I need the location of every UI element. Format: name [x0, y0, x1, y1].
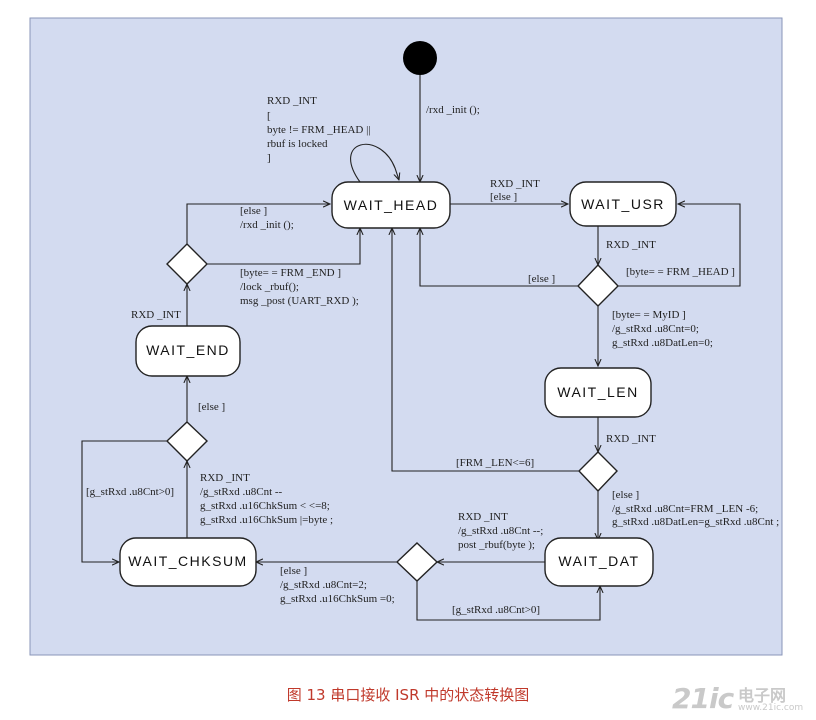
decision-chksum	[165, 421, 209, 462]
state-label: WAIT_END	[146, 342, 230, 358]
state-wait-head: WAIT_HEAD	[331, 181, 451, 229]
initial-node	[403, 41, 437, 75]
dat-else-label: [else ] /g_stRxd .u8Cnt=2; g_stRxd .u16C…	[280, 565, 395, 605]
watermark-cn: 电子网	[738, 686, 787, 705]
chksum-cnt-gt0-label: [g_stRxd .u8Cnt>0]	[86, 486, 174, 498]
usr-frm-head-label: [byte= = FRM _HEAD ]	[626, 266, 735, 278]
svg-text:/lock _rbuf();: /lock _rbuf();	[240, 281, 299, 293]
dat-trigger-label: RXD _INT /g_stRxd .u8Cnt --; post _rbuf(…	[458, 511, 543, 551]
state-label: WAIT_HEAD	[344, 197, 439, 213]
state-wait-usr: WAIT_USR	[569, 181, 677, 227]
svg-text:RXD _INT: RXD _INT	[458, 511, 508, 523]
svg-text:/g_stRxd .u8Cnt=FRM _LEN -6;: /g_stRxd .u8Cnt=FRM _LEN -6;	[612, 503, 758, 515]
end-trigger-label: RXD _INT	[131, 309, 181, 321]
state-label: WAIT_CHKSUM	[128, 553, 247, 569]
state-wait-end: WAIT_END	[135, 325, 241, 377]
end-frm-end-label: [byte= = FRM _END ] /lock _rbuf(); msg _…	[240, 267, 359, 307]
svg-text:/g_stRxd .u8Cnt=2;: /g_stRxd .u8Cnt=2;	[280, 579, 367, 591]
svg-text:RXD _INT: RXD _INT	[490, 178, 540, 190]
usr-else-label: [else ]	[528, 273, 555, 285]
svg-text:[byte= = MyID ]: [byte= = MyID ]	[612, 309, 686, 321]
chksum-else-label: [else ]	[198, 401, 225, 413]
dat-cnt-gt0-label: [g_stRxd .u8Cnt>0]	[452, 604, 540, 616]
svg-text:byte != FRM _HEAD ||: byte != FRM _HEAD ||	[267, 124, 371, 136]
usr-trigger-label: RXD _INT	[606, 239, 656, 251]
len-frm-len-label: [FRM _LEN<=6]	[456, 457, 534, 469]
svg-text:g_stRxd .u8DatLen=0;: g_stRxd .u8DatLen=0;	[612, 337, 713, 349]
watermark-logo: 21ic	[672, 682, 734, 715]
decision-end	[166, 243, 208, 285]
svg-text:[: [	[267, 110, 271, 122]
svg-text:]: ]	[267, 152, 271, 164]
svg-text:RXD _INT: RXD _INT	[267, 95, 317, 107]
usr-else-transition	[420, 228, 578, 287]
svg-text:post _rbuf(byte );: post _rbuf(byte );	[458, 539, 535, 551]
svg-text:/g_stRxd .u8Cnt --;: /g_stRxd .u8Cnt --;	[458, 525, 543, 537]
svg-text:g_stRxd .u16ChkSum =0;: g_stRxd .u16ChkSum =0;	[280, 593, 395, 605]
svg-text:/g_stRxd .u8Cnt=0;: /g_stRxd .u8Cnt=0;	[612, 323, 699, 335]
svg-text:/rxd _init ();: /rxd _init ();	[240, 219, 294, 231]
decision-dat	[395, 542, 439, 582]
state-wait-chksum: WAIT_CHKSUM	[119, 537, 257, 587]
svg-text:g_stRxd .u8DatLen=g_stRxd .u8C: g_stRxd .u8DatLen=g_stRxd .u8Cnt ;	[612, 516, 779, 528]
svg-text:g_stRxd .u16ChkSum < <=8;: g_stRxd .u16ChkSum < <=8;	[200, 500, 330, 512]
state-label: WAIT_USR	[581, 196, 665, 212]
svg-text:[byte= = FRM _END ]: [byte= = FRM _END ]	[240, 267, 341, 279]
svg-text:[else ]: [else ]	[240, 205, 267, 217]
chksum-cnt-loop-transition	[81, 440, 168, 562]
state-label: WAIT_LEN	[557, 384, 639, 400]
frm-head-loop-transition	[618, 204, 741, 287]
len-else-label: [else ] /g_stRxd .u8Cnt=FRM _LEN -6; g_s…	[612, 489, 779, 528]
watermark: 21ic 电子网 www.21ic.com	[672, 682, 812, 718]
end-else-transition	[186, 204, 330, 244]
decision-usr	[577, 263, 619, 307]
state-wait-len: WAIT_LEN	[544, 367, 652, 418]
self-loop-label: RXD _INT [ byte != FRM _HEAD || rbuf is …	[267, 95, 371, 164]
self-loop-transition	[350, 143, 399, 183]
state-wait-dat: WAIT_DAT	[544, 537, 654, 587]
svg-text:[else ]: [else ]	[280, 565, 307, 577]
svg-text:/g_stRxd .u8Cnt --: /g_stRxd .u8Cnt --	[200, 486, 283, 498]
decision-len	[578, 451, 618, 493]
watermark-url: www.21ic.com	[738, 703, 804, 713]
frm-end-transition	[207, 228, 360, 265]
head-to-usr-label: RXD _INT [else ]	[490, 178, 540, 203]
svg-text:rbuf is locked: rbuf is locked	[267, 138, 328, 150]
figure-caption: 图 13 串口接收 ISR 中的状态转换图	[286, 686, 530, 704]
svg-text:g_stRxd .u16ChkSum |=byte ;: g_stRxd .u16ChkSum |=byte ;	[200, 514, 333, 526]
frm-len-transition	[392, 228, 580, 472]
state-label: WAIT_DAT	[558, 553, 639, 569]
len-trigger-label: RXD _INT	[606, 433, 656, 445]
init-label: /rxd _init ();	[426, 104, 480, 116]
chksum-trigger-label: RXD _INT /g_stRxd .u8Cnt -- g_stRxd .u16…	[200, 472, 333, 526]
svg-text:[else ]: [else ]	[612, 489, 639, 501]
end-else-label: [else ] /rxd _init ();	[240, 205, 294, 231]
svg-text:RXD _INT: RXD _INT	[200, 472, 250, 484]
dat-cnt-loop-transition	[416, 581, 600, 621]
svg-text:msg _post (UART_RXD );: msg _post (UART_RXD );	[240, 295, 359, 307]
usr-myid-label: [byte= = MyID ] /g_stRxd .u8Cnt=0; g_stR…	[612, 309, 713, 349]
transitions	[81, 75, 741, 621]
svg-text:[else ]: [else ]	[490, 191, 517, 203]
